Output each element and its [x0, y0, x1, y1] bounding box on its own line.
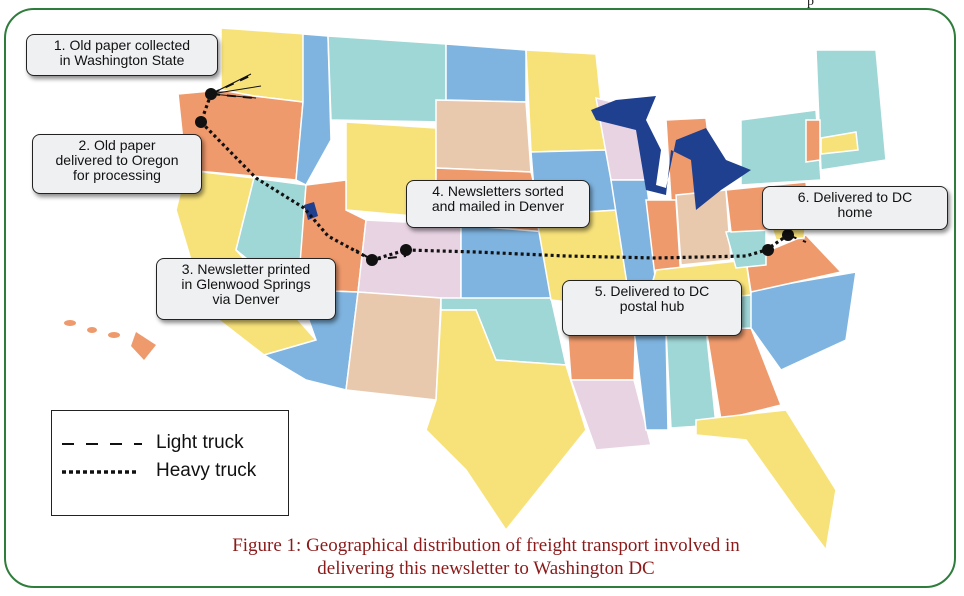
state-virginia — [745, 234, 843, 293]
legend: Light truck Heavy truck — [51, 410, 289, 516]
legend-light-truck: Light truck — [52, 431, 288, 457]
callout-1: 1. Old paper collected in Washington Sta… — [26, 34, 218, 76]
state-louisiana — [569, 379, 652, 451]
state-north-dakota — [445, 43, 527, 103]
stop-washington — [205, 88, 217, 100]
callout-5: 5. Delivered to DC postal hub — [562, 280, 742, 336]
legend-heavy-label: Heavy truck — [156, 460, 257, 481]
great-salt-lake — [304, 202, 318, 220]
state-texas — [425, 309, 587, 532]
callout-6: 6. Delivered to DC home — [762, 186, 948, 230]
dashed-line-icon — [62, 443, 142, 445]
dotted-line-icon — [62, 470, 138, 474]
heavy-truck-route — [199, 93, 789, 262]
stop-dc-home — [782, 229, 794, 241]
state-new-mexico — [345, 291, 442, 401]
great-lakes — [591, 96, 751, 210]
callout-2: 2. Old paper delivered to Oregon for pro… — [32, 134, 202, 194]
state-vermont — [805, 119, 821, 163]
state-massachusetts — [820, 131, 859, 155]
figure-frame: 1. Old paper collected in Washington Sta… — [4, 8, 956, 588]
hawaii-islands — [64, 320, 156, 360]
state-florida — [695, 409, 837, 552]
stop-dc-postal-hub — [762, 244, 774, 256]
page-header-fragment: p — [807, 0, 814, 9]
state-montana — [327, 35, 447, 123]
state-washington — [220, 27, 307, 103]
stop-markers — [195, 88, 794, 266]
stop-glenwood-springs — [366, 254, 378, 266]
stop-oregon — [195, 116, 207, 128]
legend-light-label: Light truck — [156, 432, 244, 453]
figure-caption: Figure 1: Geographical distribution of f… — [232, 535, 740, 579]
us-map — [64, 27, 887, 552]
state-south-dakota — [435, 99, 532, 173]
legend-heavy-truck: Heavy truck — [52, 459, 288, 485]
callout-3: 3. Newsletter printed in Glenwood Spring… — [156, 258, 336, 320]
state-minnesota — [525, 49, 607, 153]
state-carolinas — [750, 271, 857, 371]
state-new-york — [740, 109, 822, 186]
state-kansas — [460, 224, 552, 301]
callout-4: 4. Newsletters sorted and mailed in Denv… — [406, 180, 590, 228]
stop-denver — [400, 244, 412, 256]
